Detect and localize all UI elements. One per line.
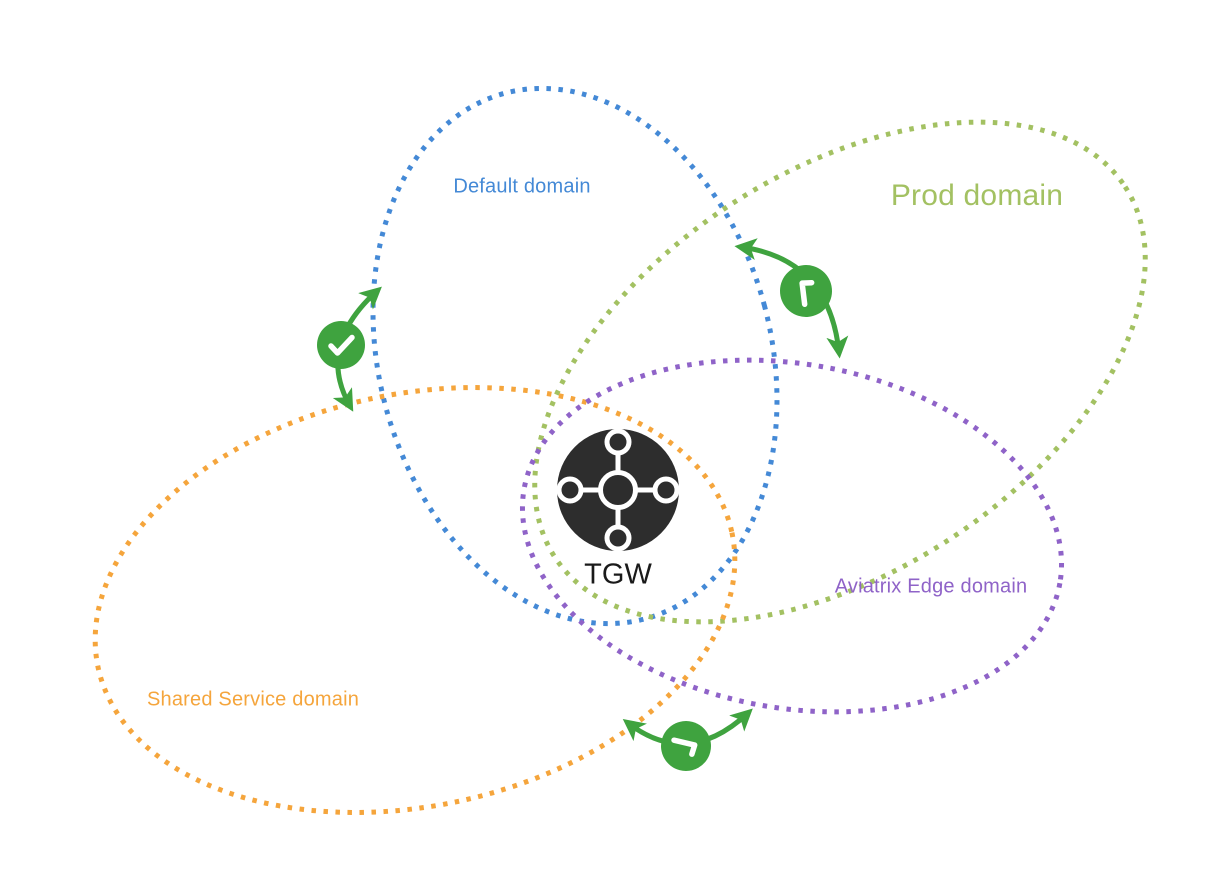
check-icon	[671, 737, 698, 757]
check-badge-circle	[780, 265, 832, 317]
tgw-port-circle-right	[652, 476, 680, 504]
check-icon	[799, 279, 815, 307]
shared-service-domain-label: Shared Service domain	[146, 688, 360, 711]
aviatrix-edge-domain-ellipse	[519, 357, 1065, 715]
check-badge-left	[317, 321, 365, 369]
check-badge-bottom	[661, 721, 711, 771]
check-badge-top-right	[780, 265, 832, 317]
prod-domain-ellipse	[532, 119, 1148, 625]
tgw-port-circle-bottom	[604, 524, 632, 552]
transit-gateway-icon	[556, 428, 680, 552]
check-badge-circle	[661, 721, 711, 771]
check-icon	[328, 334, 355, 356]
check-badge-circle	[317, 321, 365, 369]
tgw-hub-circle	[598, 470, 638, 510]
aviatrix-edge-domain-label: Aviatrix Edge domain	[834, 575, 1028, 598]
tgw-label: TGW	[584, 558, 652, 591]
tgw-port-circle-top	[604, 428, 632, 456]
tgw-port-circle-left	[556, 476, 584, 504]
shared-service-domain-ellipse	[92, 385, 738, 815]
prod-domain-label: Prod domain	[890, 179, 1064, 212]
default-domain-label: Default domain	[453, 175, 591, 198]
default-domain-ellipse	[370, 85, 780, 627]
